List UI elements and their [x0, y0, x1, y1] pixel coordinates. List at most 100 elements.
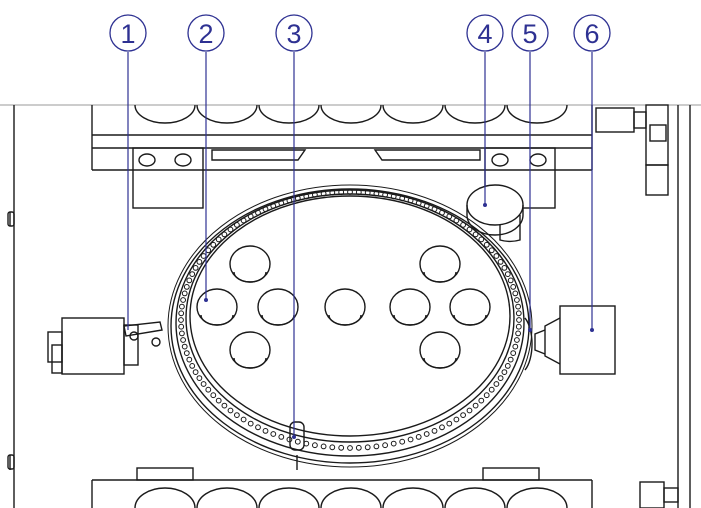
right-detector [524, 305, 616, 375]
carousel-pin-hole [407, 197, 414, 204]
carousel-pin-hole [178, 323, 185, 330]
callout-label: 5 [522, 19, 537, 49]
carousel-pin-hole [227, 226, 234, 233]
carousel-pin-hole [382, 191, 389, 198]
carousel-pin-hole [453, 217, 460, 224]
carousel-pin-hole [504, 363, 511, 369]
carousel-pin-hole [180, 337, 187, 343]
carousel-pin-hole [338, 189, 345, 196]
carousel-pin-hole [373, 190, 380, 197]
carousel-pin-hole [497, 375, 504, 382]
carousel-pin-hole [512, 290, 519, 297]
carousel-pin-hole [286, 197, 293, 204]
carousel-pin-hole [183, 284, 190, 290]
carousel-pin-hole [278, 434, 285, 440]
carousel-pin-hole [488, 386, 495, 393]
carousel-pin-hole [183, 350, 190, 357]
carousel-pin-hole [515, 330, 521, 337]
carousel-pin-hole [200, 381, 207, 387]
carousel-pin-hole [270, 431, 277, 437]
lower-sample-rack [91, 467, 679, 508]
carousel-pin-hole [179, 330, 185, 337]
carousel-pin-hole [488, 247, 495, 254]
upper-sample-rack [91, 104, 669, 209]
carousel-pin-hole [329, 189, 336, 196]
carousel-pin-hole [329, 444, 336, 451]
carousel-pin-hole [303, 193, 310, 200]
carousel-pin-hole [192, 265, 199, 271]
callout-label: 6 [584, 19, 599, 49]
carousel-pin-hole [382, 442, 389, 449]
carousel-pin-hole [278, 200, 285, 207]
carousel-pin-hole [399, 438, 406, 445]
carousel-pin-hole [221, 231, 228, 238]
carousel-pin-hole [186, 277, 193, 284]
carousel-pin-hole [510, 350, 517, 357]
carousel-pin-hole [515, 310, 522, 317]
callout-label: 3 [286, 19, 301, 49]
carousel-pin-hole [431, 206, 438, 213]
carousel-pin-hole [189, 363, 196, 369]
carousel-pin-hole [507, 356, 514, 363]
carousel-pin-hole [205, 247, 212, 254]
carousel-pin-hole [423, 431, 430, 437]
callout-5: 5 [511, 14, 549, 52]
carousel-pin-hole [312, 191, 318, 198]
carousel-pin-hole [355, 444, 362, 451]
carousel-pin-hole [483, 392, 490, 399]
carousel-pin-hole [205, 386, 212, 393]
carousel-pin-hole [415, 200, 422, 207]
carousel-sample-wells [196, 245, 491, 369]
carousel-pin-hole [210, 392, 217, 399]
carousel-pin-hole [200, 253, 207, 259]
carousel-pin-hole [178, 317, 184, 323]
carousel-pin-hole [247, 420, 254, 427]
carousel-pin-hole [507, 277, 514, 284]
carousel-pin-hole [515, 323, 522, 330]
carousel-pin-hole [181, 343, 188, 350]
carousel-pin-hole [407, 436, 414, 443]
carousel-pin-hole [501, 265, 508, 271]
carousel-pin-hole [234, 412, 240, 419]
carousel-pin-hole [472, 231, 479, 238]
carousel-pin-hole [227, 407, 234, 414]
carousel-pin-hole [320, 443, 327, 450]
carousel-pin-hole [196, 375, 203, 382]
carousel-pin-hole [512, 343, 519, 350]
callout-dots [204, 203, 594, 439]
carousel-pin-hole [178, 310, 185, 317]
carousel-pin-hole [262, 206, 269, 213]
carousel-pin-hole [181, 290, 188, 297]
carousel-pin-hole [515, 303, 521, 310]
carousel-pin-hole [189, 271, 196, 278]
carousel-pin-hole [210, 241, 217, 248]
carousel-pin-hole [390, 193, 397, 200]
carousel-pin-hole [240, 217, 247, 224]
carousel-pin-hole [478, 236, 485, 243]
carousel-pin-hole [215, 236, 222, 243]
carousel-pin-hole [423, 203, 430, 209]
carousel-pin-hole [255, 424, 261, 431]
carousel-pin-hole [446, 213, 453, 220]
carousel-pin-hole [347, 445, 353, 451]
carousel-pin-hole [355, 189, 362, 196]
callout-leaders [127, 52, 593, 437]
carousel-pin-hole [514, 297, 520, 303]
callout-label: 2 [198, 19, 213, 49]
carousel-pin-hole [439, 209, 445, 216]
carousel-pin-hole [472, 402, 479, 409]
carousel-pin-hole [347, 189, 353, 195]
carousel-pin-hole [364, 444, 371, 451]
carousel-pin-hole [399, 195, 406, 202]
carousel-pin-hole [320, 190, 327, 197]
carousel-pin-hole [466, 226, 473, 233]
carousel-pin-hole [446, 420, 453, 427]
carousel-pin-hole [262, 428, 269, 434]
carousel-pin-hole [478, 397, 485, 404]
carousel-pin-hole [453, 416, 460, 423]
carousel-pin-hole [510, 284, 517, 290]
carousel-pin-hole [466, 407, 473, 414]
carousel-pin-hole [215, 397, 222, 404]
